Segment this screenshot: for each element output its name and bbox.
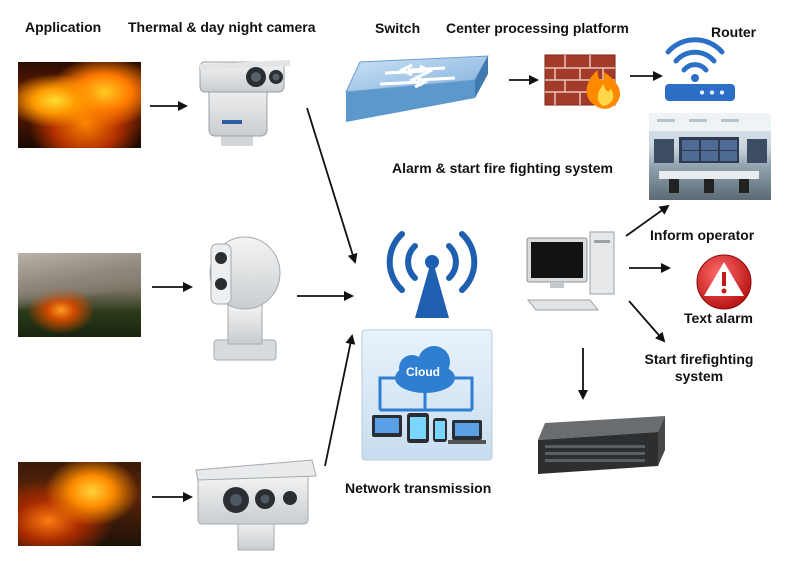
label-switch: Switch <box>375 20 421 36</box>
label-application: Application <box>25 19 102 35</box>
forest-fire-photo-3 <box>18 462 141 546</box>
warning-icon <box>696 254 752 310</box>
forest-fire-photo-1 <box>18 62 141 148</box>
forest-fire-photo-2 <box>18 253 141 337</box>
arrow-camera1-antenna <box>306 107 358 264</box>
switch-icon <box>345 55 489 122</box>
nvr-icon <box>538 416 665 474</box>
arrow-group <box>150 71 671 502</box>
label-start-firefighting: Start firefighting system <box>644 351 754 384</box>
label-alarm-fire: Alarm & start fire fighting system <box>392 160 613 176</box>
thermal-camera-icon <box>199 60 290 146</box>
wifi-router-icon <box>665 37 735 101</box>
arrow-pc-operator <box>625 204 670 237</box>
antenna-icon <box>386 231 478 318</box>
dome-camera-icon <box>209 236 281 361</box>
arrow-pc-firefighting <box>628 300 666 343</box>
label-network-transmission: Network transmission <box>345 480 492 496</box>
box-camera-icon <box>195 459 317 551</box>
label-router: Router <box>711 24 757 40</box>
computer-icon <box>526 231 615 311</box>
label-text-alarm: Text alarm <box>684 310 753 326</box>
label-center-platform: Center processing platform <box>446 20 629 36</box>
cloud-label: Cloud <box>406 365 440 379</box>
firewall-icon <box>544 54 621 109</box>
control-room-photo <box>649 113 771 200</box>
arrow-camera3-antenna <box>324 334 356 467</box>
label-camera: Thermal & day night camera <box>128 19 316 35</box>
label-inform-operator: Inform operator <box>650 227 755 243</box>
cloud-network-icon <box>361 329 493 461</box>
